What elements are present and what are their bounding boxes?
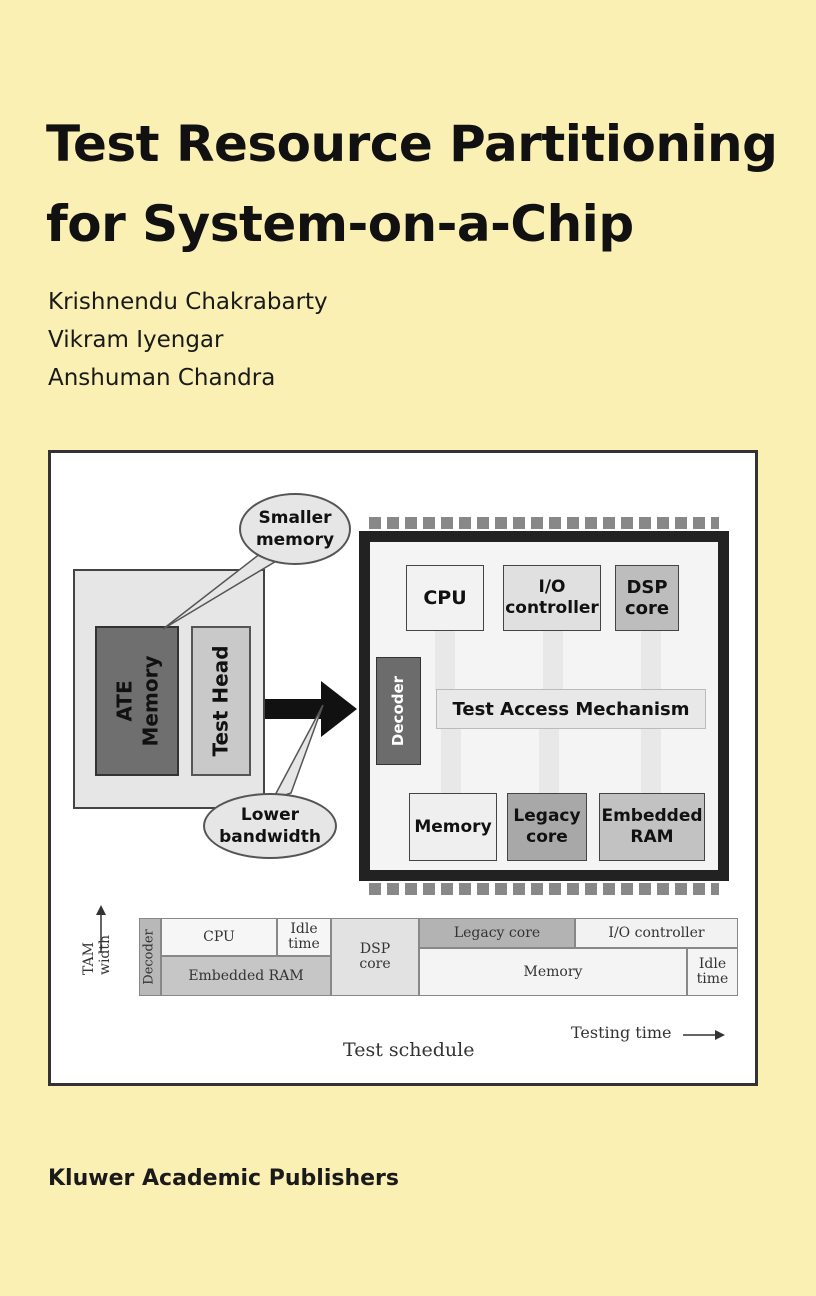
schedule-legacy-core: Legacy core	[419, 918, 575, 948]
callout-smaller-memory: Smaller memory	[239, 493, 351, 565]
legacy-line-2: core	[526, 827, 568, 847]
schedule-decoder: Decoder	[139, 918, 161, 996]
author-2: Vikram Iyengar	[48, 327, 224, 353]
title-line-1: Test Resource Partitioning	[46, 115, 778, 173]
chip-pins-bottom	[369, 883, 719, 895]
core-cpu: CPU	[406, 565, 484, 631]
test-head-box: Test Head	[191, 626, 251, 776]
eram-line-2: RAM	[630, 827, 674, 847]
schedule-memory: Memory	[419, 948, 687, 996]
io-line-1: I/O	[538, 577, 566, 597]
ate-memory-box: ATE Memory	[95, 626, 179, 776]
sched-dsp-line-2: core	[359, 956, 391, 972]
chip-pins-top	[369, 517, 719, 529]
core-memory: Memory	[409, 793, 497, 861]
io-line-2: controller	[505, 598, 599, 618]
idle1-line-2: time	[288, 936, 320, 952]
schedule-embedded-ram: Embedded RAM	[161, 956, 331, 996]
book-title: Test Resource Partitioning for System-on…	[46, 104, 806, 264]
testing-time-label: Testing time	[571, 1023, 672, 1042]
idle1-line-1: Idle	[290, 921, 318, 937]
dsp-line-1: DSP	[626, 577, 668, 598]
title-line-2: for System-on-a-Chip	[46, 195, 634, 253]
arrow-right-small-icon	[683, 1030, 725, 1040]
sched-dsp-line-1: DSP	[359, 941, 391, 957]
schedule-cpu: CPU	[161, 918, 277, 956]
tam-connector	[543, 631, 563, 691]
legacy-line-1: Legacy	[513, 806, 581, 826]
idle2-line-1: Idle	[698, 956, 727, 972]
author-3: Anshuman Chandra	[48, 365, 276, 391]
tam-connector	[539, 729, 559, 795]
author-1: Krishnendu Chakrabarty	[48, 289, 328, 315]
arrow-right-icon	[265, 681, 357, 737]
schedule-decoder-label: Decoder	[142, 929, 158, 985]
callout-lower-bandwidth: Lower bandwidth	[203, 793, 337, 859]
tam-connector	[641, 729, 661, 795]
tam-connector	[641, 631, 661, 691]
dsp-line-2: core	[624, 598, 670, 619]
cover-figure-panel: ATE Memory Test Head Test Access Mechani…	[48, 450, 758, 1086]
publisher-name: Kluwer Academic Publishers	[48, 1166, 399, 1191]
eram-line-1: Embedded	[601, 806, 703, 826]
author-list: Krishnendu Chakrabarty Vikram Iyengar An…	[48, 283, 328, 397]
test-schedule-caption: Test schedule	[343, 1039, 475, 1061]
arrow-up-icon	[96, 905, 106, 953]
tam-connector	[441, 729, 461, 795]
idle2-line-2: time	[696, 971, 729, 987]
schedule-io-controller: I/O controller	[575, 918, 738, 948]
test-access-mechanism: Test Access Mechanism	[436, 689, 706, 729]
decoder-box: Decoder	[376, 657, 421, 765]
tam-connector	[435, 631, 455, 691]
